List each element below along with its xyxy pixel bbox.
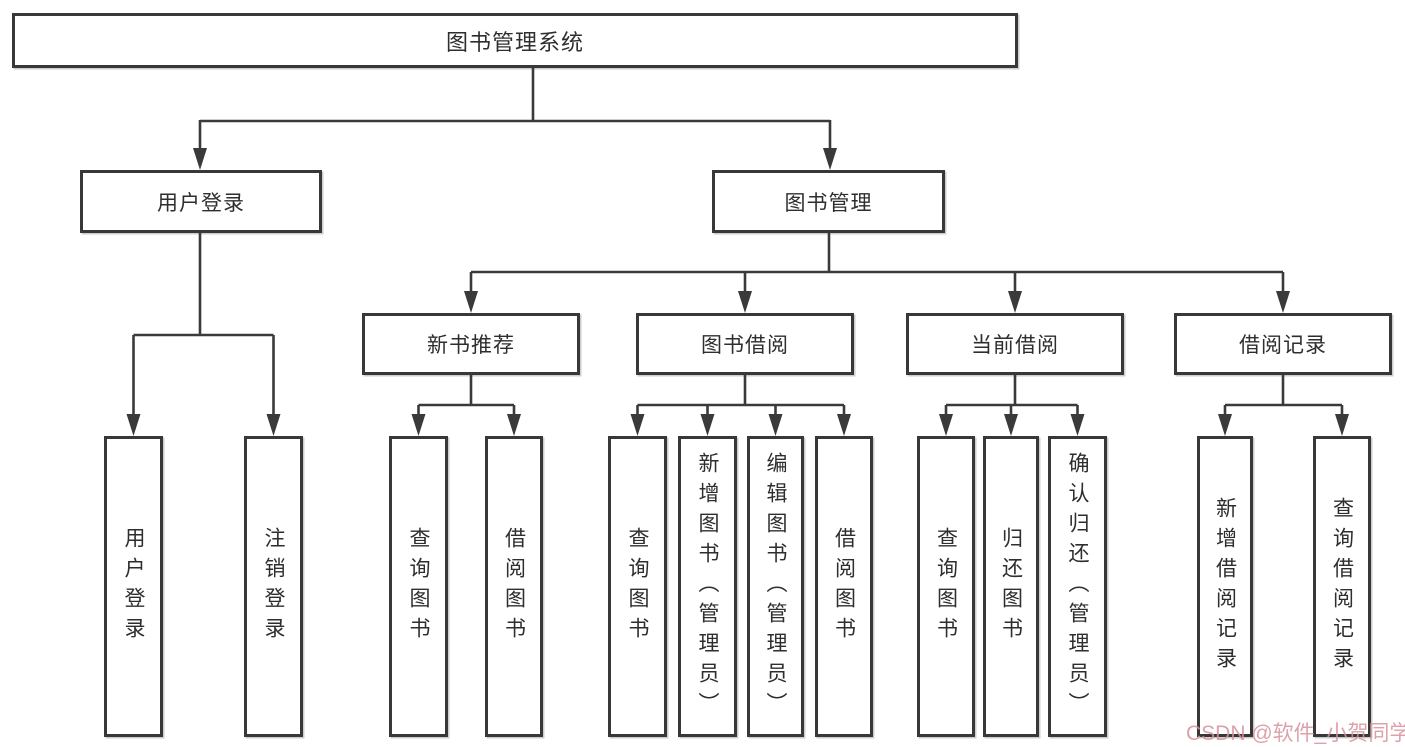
leaf-edit-book-admin-label: 编辑图书（管理员） xyxy=(764,451,788,722)
node-current-borrow-label: 当前借阅 xyxy=(971,333,1059,357)
leaf-return-books: 归还图书 xyxy=(983,436,1039,737)
leaf-confirm-return-admin-label: 确认归还（管理员） xyxy=(1066,451,1090,722)
leaf-user-login: 用户登录 xyxy=(104,436,163,737)
leaf-borrow-books: 借阅图书 xyxy=(815,436,873,737)
node-book-borrow-label: 图书借阅 xyxy=(701,333,789,357)
leaf-borrow-books-recommend-label: 借阅图书 xyxy=(502,526,527,647)
connector-line-paths xyxy=(132,68,1344,416)
leaf-query-borrow-record-label: 查询借阅记录 xyxy=(1330,496,1355,677)
leaf-query-books-borrow-label: 查询图书 xyxy=(626,526,650,647)
node-new-book-recommend-label: 新书推荐 xyxy=(427,333,515,357)
node-borrow-records-label: 借阅记录 xyxy=(1239,333,1327,357)
node-book-management-system-label: 图书管理系统 xyxy=(445,29,584,55)
leaf-confirm-return-admin: 确认归还（管理员） xyxy=(1048,436,1107,737)
leaf-query-books-recommend-label: 查询图书 xyxy=(407,526,431,647)
leaf-logout-login: 注销登录 xyxy=(244,436,303,737)
node-user-login: 用户登录 xyxy=(80,170,322,233)
csdn-watermark: CSDN @软件_小贺同学 xyxy=(1186,722,1405,745)
leaf-query-books-current: 查询图书 xyxy=(917,436,975,737)
leaf-return-books-label: 归还图书 xyxy=(999,526,1024,647)
node-book-borrow: 图书借阅 xyxy=(636,313,854,375)
leaf-borrow-books-recommend: 借阅图书 xyxy=(485,436,543,737)
node-book-management-system: 图书管理系统 xyxy=(12,13,1018,68)
leaf-query-borrow-record: 查询借阅记录 xyxy=(1313,436,1371,737)
leaf-edit-book-admin: 编辑图书（管理员） xyxy=(747,436,804,737)
node-new-book-recommend: 新书推荐 xyxy=(362,313,580,375)
leaf-query-books-borrow: 查询图书 xyxy=(608,436,667,737)
leaf-add-borrow-record-label: 新增借阅记录 xyxy=(1213,496,1238,677)
leaf-query-books-current-label: 查询图书 xyxy=(934,526,959,647)
node-book-management: 图书管理 xyxy=(712,170,945,233)
leaf-logout-login-label: 注销登录 xyxy=(262,526,286,647)
leaf-add-book-admin: 新增图书（管理员） xyxy=(678,436,737,737)
node-book-management-label: 图书管理 xyxy=(784,190,873,215)
leaf-add-book-admin-label: 新增图书（管理员） xyxy=(696,451,720,722)
leaf-borrow-books-label: 借阅图书 xyxy=(832,526,857,647)
node-user-login-label: 用户登录 xyxy=(157,190,245,215)
node-current-borrow: 当前借阅 xyxy=(906,313,1124,375)
leaf-query-books-recommend: 查询图书 xyxy=(389,436,448,737)
leaf-user-login-label: 用户登录 xyxy=(122,526,146,647)
leaf-add-borrow-record: 新增借阅记录 xyxy=(1197,436,1253,737)
node-borrow-records: 借阅记录 xyxy=(1174,313,1392,375)
